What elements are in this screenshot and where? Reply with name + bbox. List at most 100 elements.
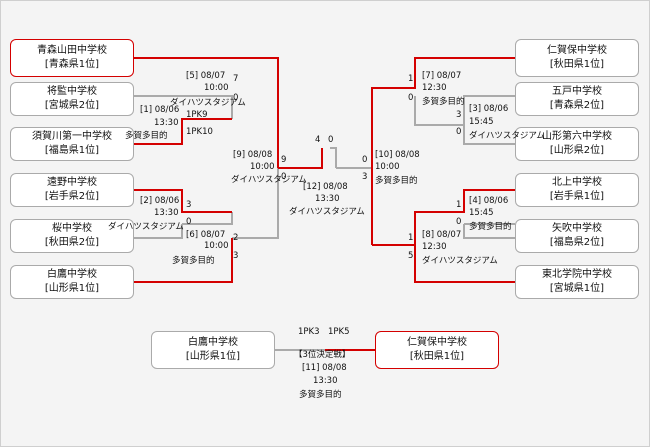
team-box-l4[interactable]: 遠野中学校 [岩手県2位]	[10, 173, 134, 207]
line-r1	[371, 57, 515, 245]
match-12-score-bottom: 0	[328, 135, 334, 145]
line-l1	[134, 57, 279, 168]
team-box-r1[interactable]: 仁賀保中学校 [秋田県1位]	[515, 39, 639, 77]
team-box-r6[interactable]: 東北学院中学校 [宮城県1位]	[515, 265, 639, 299]
team-name: 将監中学校	[47, 86, 97, 97]
match-10-time: 10:00	[375, 162, 400, 172]
match-8-score-top: 1	[408, 233, 414, 243]
team-name: 須賀川第一中学校	[32, 131, 112, 142]
team-box-l1[interactable]: 青森山田中学校 [青森県1位]	[10, 39, 134, 77]
team-pref: [山形県2位]	[549, 145, 605, 156]
team-pref: [山形県1位]	[44, 283, 100, 294]
team-box-third-right[interactable]: 仁賀保中学校 [秋田県1位]	[375, 331, 499, 369]
team-pref: [宮城県2位]	[44, 100, 100, 111]
match-5-time: 10:00	[204, 83, 229, 93]
team-name: 白鷹中学校	[47, 269, 97, 280]
line-l6	[134, 238, 233, 283]
match-5-score-top: 7	[233, 74, 239, 84]
match-6-score-bottom: 3	[233, 251, 239, 261]
line-r6	[372, 244, 515, 283]
match-9-label: [9] 08/08	[233, 150, 273, 160]
match-12-time: 13:30	[315, 194, 340, 204]
line-l5	[134, 224, 183, 239]
match-4-venue: 多賀多目的	[469, 222, 512, 232]
team-pref: [秋田県2位]	[44, 237, 100, 248]
team-box-r2[interactable]: 五戸中学校 [青森県2位]	[515, 82, 639, 116]
team-pref: [青森県1位]	[44, 59, 100, 70]
match-9-score-top: 9	[281, 155, 287, 165]
team-box-r5[interactable]: 矢吹中学校 [福島県2位]	[515, 219, 639, 253]
match-5-venue: ダイハツスタジアム	[170, 98, 246, 108]
match-8-venue: ダイハツスタジアム	[422, 256, 498, 266]
team-pref: [秋田県1位]	[409, 351, 465, 362]
team-pref: [岩手県2位]	[44, 191, 100, 202]
match-7-score-bottom: 0	[408, 93, 414, 103]
team-name: 仁賀保中学校	[407, 337, 467, 348]
match-3-time: 15:45	[469, 117, 494, 127]
match-8-label: [8] 08/07	[422, 230, 462, 240]
match-1-label: [1] 08/06	[140, 105, 180, 115]
match-12-label: [12] 08/08	[303, 182, 348, 192]
match-2-score-top: 3	[186, 200, 192, 210]
team-pref: [山形県1位]	[185, 351, 241, 362]
team-pref: [宮城県1位]	[549, 283, 605, 294]
match-10-venue: 多賀多目的	[375, 176, 418, 186]
match-7-score-top: 1	[408, 74, 414, 84]
match-10-label: [10] 08/08	[375, 150, 420, 160]
match-5-score-bottom: 0	[233, 93, 239, 103]
line-l2	[134, 95, 233, 119]
team-box-third-left[interactable]: 白鷹中学校 [山形県1位]	[151, 331, 275, 369]
team-box-l6[interactable]: 白鷹中学校 [山形県1位]	[10, 265, 134, 299]
team-pref: [岩手県1位]	[549, 191, 605, 202]
match-2-venue: ダイハツスタジアム	[108, 222, 184, 232]
line-l3	[134, 118, 232, 145]
loser-lines	[134, 95, 515, 351]
team-box-r4[interactable]: 北上中学校 [岩手県1位]	[515, 173, 639, 207]
match-10-score-bottom: 3	[362, 172, 368, 182]
match-7-time: 12:30	[422, 83, 447, 93]
team-box-l2[interactable]: 将監中学校 [宮城県2位]	[10, 82, 134, 116]
match-11-time: 13:30	[313, 376, 338, 386]
match-3-label: [3] 08/06	[469, 104, 509, 114]
line-m6-loser	[232, 168, 279, 239]
match-8-score-bottom: 5	[408, 251, 414, 261]
line-r5	[463, 224, 515, 239]
match-4-score-bottom: 0	[456, 217, 462, 227]
match-3-venue: ダイハツスタジアム	[469, 131, 545, 141]
team-name: 矢吹中学校	[552, 223, 602, 234]
match-6-venue: 多賀多目的	[172, 256, 215, 266]
match-4-time: 15:45	[469, 208, 494, 218]
match-2-time: 13:30	[154, 208, 179, 218]
line-r4	[414, 189, 515, 245]
match-2-label: [2] 08/06	[140, 196, 180, 206]
match-1-time: 13:30	[154, 118, 179, 128]
team-pref: [福島県2位]	[549, 237, 605, 248]
match-7-venue: 多賀多目的	[422, 97, 465, 107]
match-12-score-top: 4	[315, 135, 321, 145]
team-box-l3[interactable]: 須賀川第一中学校 [福島県1位]	[10, 127, 134, 161]
match-1-score-top: 1PK9	[186, 110, 208, 120]
team-name: 五戸中学校	[552, 86, 602, 97]
team-name: 北上中学校	[552, 177, 602, 188]
team-name: 桜中学校	[52, 223, 92, 234]
match-7-label: [7] 08/07	[422, 71, 462, 81]
match-3-score-bottom: 0	[456, 127, 462, 137]
team-box-r3[interactable]: 山形第六中学校 [山形県2位]	[515, 127, 639, 161]
match-9-score-bottom: 0	[281, 172, 287, 182]
line-m12-loser	[330, 147, 337, 168]
match-4-label: [4] 08/06	[469, 196, 509, 206]
team-name: 青森山田中学校	[37, 45, 107, 56]
match-11-score-right: 1PK5	[328, 327, 350, 337]
match-6-score-top: 2	[233, 233, 239, 243]
team-name: 仁賀保中学校	[547, 45, 607, 56]
match-6-time: 10:00	[204, 241, 229, 251]
team-name: 遠野中学校	[47, 177, 97, 188]
line-l4	[134, 189, 232, 213]
match-8-time: 12:30	[422, 242, 447, 252]
team-box-l5[interactable]: 桜中学校 [秋田県2位]	[10, 219, 134, 253]
match-2-score-bottom: 0	[186, 217, 192, 227]
match-1-venue: 多賀多目的	[125, 131, 168, 141]
match-11-label: [11] 08/08	[302, 363, 347, 373]
match-9-venue: ダイハツスタジアム	[231, 175, 307, 185]
